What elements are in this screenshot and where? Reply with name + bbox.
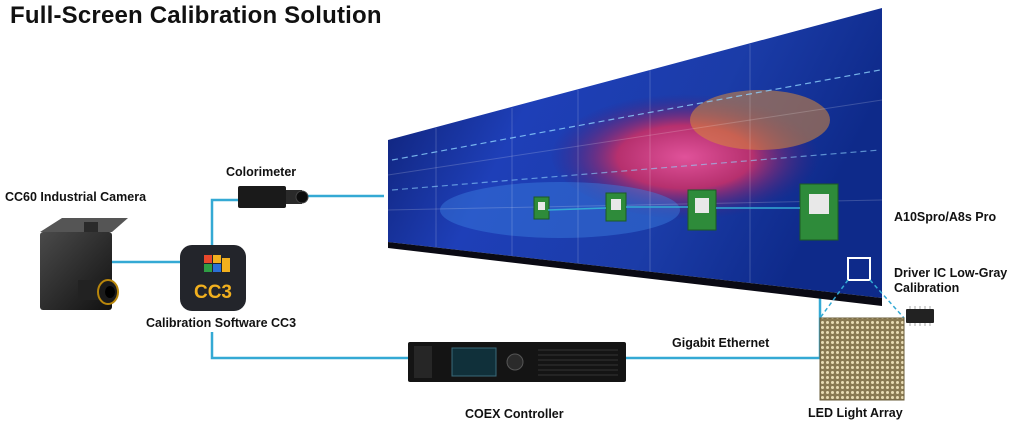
pixel-highlight-box [847, 257, 871, 281]
led-array-label: LED Light Array [808, 406, 903, 420]
software-label: Calibration Software CC3 [146, 316, 297, 330]
card-label: A10Spro/A8s Pro [894, 210, 997, 224]
led-screen-wall [387, 8, 883, 306]
software-to-controller-line [210, 332, 408, 360]
connector-lines [112, 194, 822, 360]
receiving-cards [533, 183, 839, 241]
driver-ic-chip [906, 306, 934, 326]
led-light-array [819, 317, 905, 401]
controller-label: COEX Controller [465, 407, 564, 421]
coex-controller-device [408, 342, 626, 382]
ethernet-label: Gigabit Ethernet [672, 336, 770, 350]
industrial-camera-device [40, 218, 128, 310]
colorimeter-label: Colorimeter [226, 165, 297, 179]
software-to-colorimeter-line [210, 198, 238, 245]
colorimeter-device [238, 186, 309, 208]
driver-ic-zoom [819, 257, 905, 319]
cc3-logo-text: CC3 [194, 282, 232, 303]
cc3-software-icon: CC3 [180, 245, 246, 311]
camera-label: CC60 Industrial Camera [5, 190, 147, 204]
page-title: Full-Screen Calibration Solution [10, 2, 382, 29]
driver-ic-label: Driver IC Low-Gray Calibration [894, 266, 1008, 295]
